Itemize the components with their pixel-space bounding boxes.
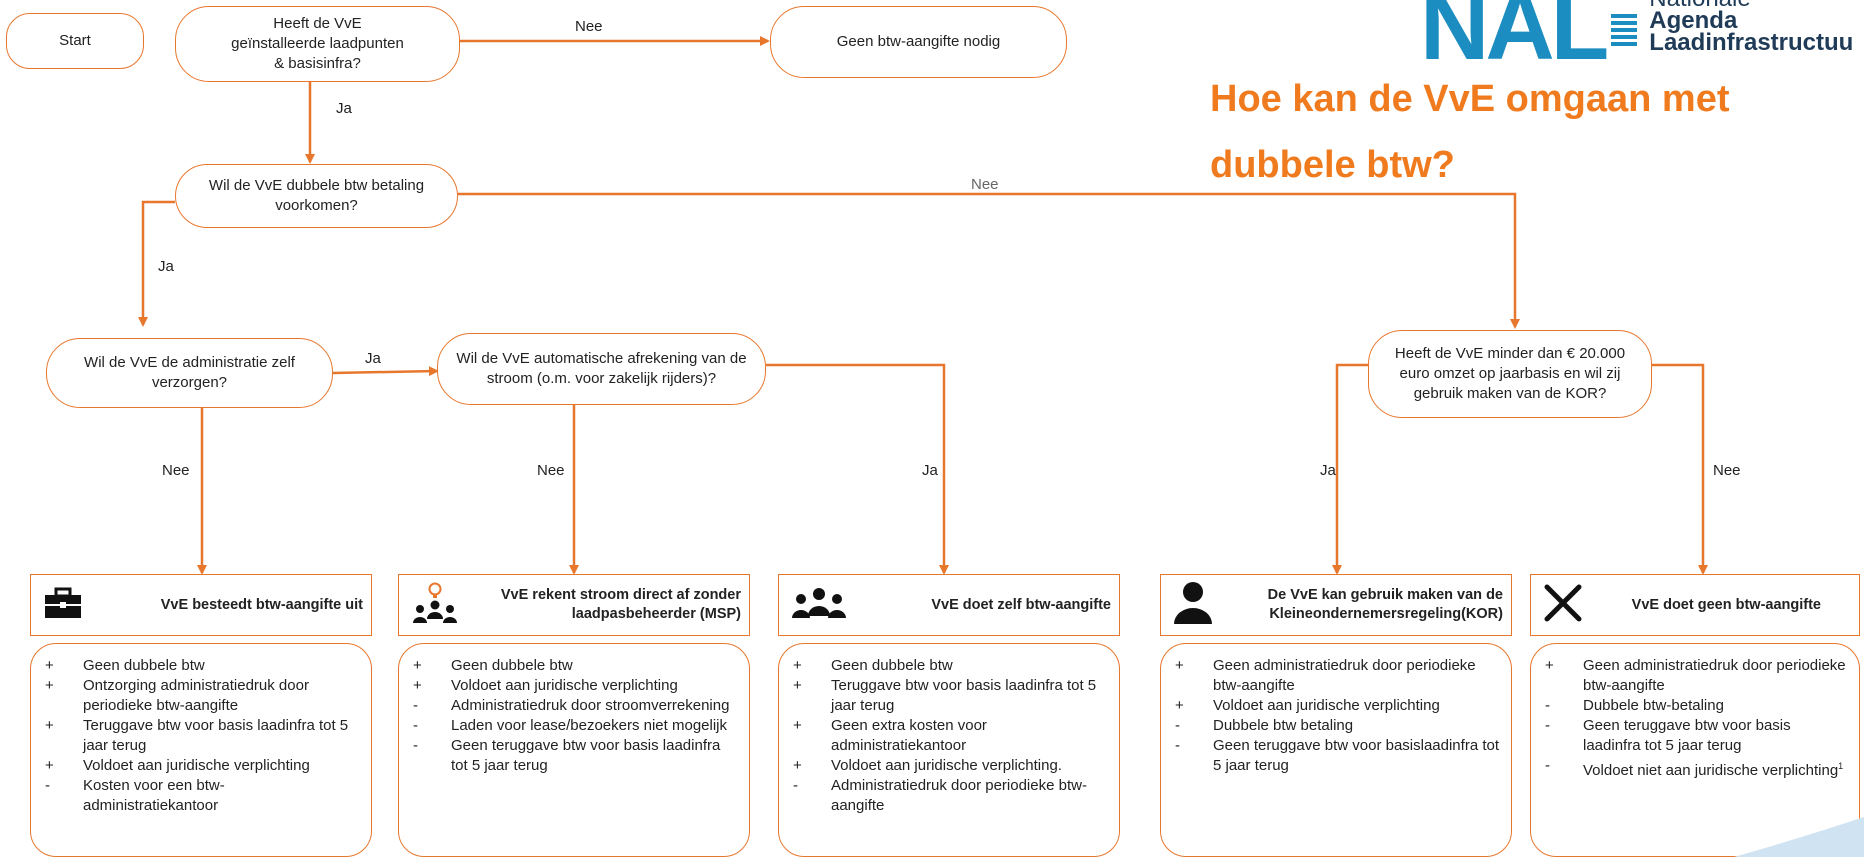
card-title: VvE rekent stroom direct af zonder laadp…: [500, 587, 741, 622]
footnote-marker: 1: [1838, 761, 1844, 771]
q4-automatic-settlement: Wil de VvE automatische afrekening van d…: [437, 333, 766, 405]
card-outsource-header: VvE besteedt btw-aangifte uit: [30, 574, 372, 636]
logo-letters: NAL: [1420, 0, 1609, 80]
label-q2-ja: Ja: [158, 258, 174, 275]
page-title: Hoe kan de VvE omgaan met dubbele btw?: [1210, 78, 1730, 186]
list-item: +Ontzorging administratiedruk door perio…: [45, 677, 309, 714]
arrow-q4-ja: [766, 363, 949, 575]
briefcase-icon: [43, 586, 83, 624]
list-item: -Administratiedruk door periodieke btw-a…: [793, 777, 1087, 814]
list-item: +Geen dubbele btw: [413, 657, 573, 674]
arrow-q5-ja: [1332, 363, 1368, 575]
arrow-q2-ja: [138, 200, 175, 327]
list-item: +Voldoet aan juridische verplichting: [45, 757, 310, 774]
arrow-q3-ja: [332, 366, 439, 377]
card-no-filing-header: VvE doet geen btw-aangifte: [1530, 574, 1860, 636]
card-title: VvE doet zelf btw-aangifte: [931, 596, 1111, 613]
list-item: -Dubbele btw-betaling: [1545, 697, 1724, 714]
card-title: VvE doet geen btw-aangifte: [1631, 596, 1821, 613]
label-q1-nee: Nee: [575, 18, 603, 35]
q1-installed-chargers: Heeft de VvE geïnstalleerde laadpunten &…: [175, 6, 460, 82]
logo-words: Nationale Agenda Laadinfrastructuu: [1649, 0, 1854, 56]
q5-kor-threshold: Heeft de VvE minder dan € 20.000 euro om…: [1368, 330, 1652, 418]
list-item: -Geen teruggave btw voor basis laadinfra…: [413, 737, 721, 774]
start-node: Start: [6, 13, 144, 69]
list-item: +Geen dubbele btw: [793, 657, 953, 674]
list-item: +Voldoet aan juridische verplichting: [1175, 697, 1440, 714]
card-no-filing-body: +Geen administratiedruk door periodieke …: [1530, 643, 1860, 857]
list-item: +Geen dubbele btw: [45, 657, 205, 674]
logo-line3: Laadinfrastructuu: [1649, 29, 1854, 56]
logo-line2: Agenda: [1649, 7, 1738, 34]
list-item: -Administratiedruk door stroomverrekenin…: [413, 697, 730, 714]
no-vat-return-node: Geen btw-aangifte nodig: [770, 6, 1067, 78]
list-item: +Geen extra kosten voor administratiekan…: [793, 717, 987, 754]
list-item: -Geen teruggave btw voor basis laadinfra…: [1545, 717, 1791, 754]
list-item: -Geen teruggave btw voor basislaadinfra …: [1175, 737, 1500, 774]
card-self-filing-body: +Geen dubbele btw +Teruggave btw voor ba…: [778, 643, 1120, 857]
list-item: -Voldoet niet aan juridische verplichtin…: [1545, 757, 1844, 779]
list-item: +Voldoet aan juridische verplichting: [413, 677, 678, 694]
card-title: VvE besteedt btw-aangifte uit: [160, 596, 363, 613]
decorative-swoosh: [1734, 817, 1864, 857]
list-item: +Voldoet aan juridische verplichting.: [793, 757, 1062, 774]
card-title: De VvE kan gebruik maken van de Kleineon…: [1267, 587, 1503, 622]
label-q1-ja: Ja: [336, 100, 352, 117]
nal-logo: NAL Nationale Agenda Laadinfrastructuu: [1420, 0, 1854, 80]
label-q4-nee: Nee: [537, 462, 565, 479]
cross-icon: [1543, 583, 1583, 627]
card-kor-body: +Geen administratiedruk door periodieke …: [1160, 643, 1512, 857]
label-q5-ja: Ja: [1320, 462, 1336, 479]
card-self-filing-header: VvE doet zelf btw-aangifte: [778, 574, 1120, 636]
label-q5-nee: Nee: [1713, 462, 1741, 479]
card-outsource-body: +Geen dubbele btw +Ontzorging administra…: [30, 643, 372, 857]
group-icon: [791, 586, 847, 624]
q3-own-administration: Wil de VvE de administratie zelf verzorg…: [46, 338, 333, 408]
arrow-q2-nee: [458, 192, 1520, 329]
logo-line1: Nationale: [1649, 0, 1853, 11]
card-kor-header: De VvE kan gebruik maken van de Kleineon…: [1160, 574, 1512, 636]
card-direct-settlement-header: VvE rekent stroom direct af zonder laadp…: [398, 574, 750, 636]
list-item: -Kosten voor een btw-administratiekantoo…: [45, 777, 225, 814]
list-item: +Geen administratiedruk door periodieke …: [1545, 657, 1846, 694]
list-item: -Dubbele btw betaling: [1175, 717, 1354, 734]
group-idea-icon: [411, 581, 459, 629]
label-q3-ja: Ja: [365, 350, 381, 367]
label-q2-nee: Nee: [971, 176, 999, 193]
arrow-q5-nee: [1652, 363, 1708, 575]
list-item: +Teruggave btw voor basis laadinfra tot …: [793, 677, 1097, 714]
logo-lines: [1611, 14, 1638, 46]
label-q3-nee: Nee: [162, 462, 190, 479]
list-item: +Geen administratiedruk door periodieke …: [1175, 657, 1476, 694]
q2-avoid-double-vat: Wil de VvE dubbele btw betaling voorkome…: [175, 164, 458, 228]
card-direct-settlement-body: +Geen dubbele btw +Voldoet aan juridisch…: [398, 643, 750, 857]
person-icon: [1173, 581, 1213, 629]
list-item: +Teruggave btw voor basis laadinfra tot …: [45, 717, 349, 754]
label-q4-ja: Ja: [922, 462, 938, 479]
list-item: -Laden voor lease/bezoekers niet mogelij…: [413, 717, 727, 734]
